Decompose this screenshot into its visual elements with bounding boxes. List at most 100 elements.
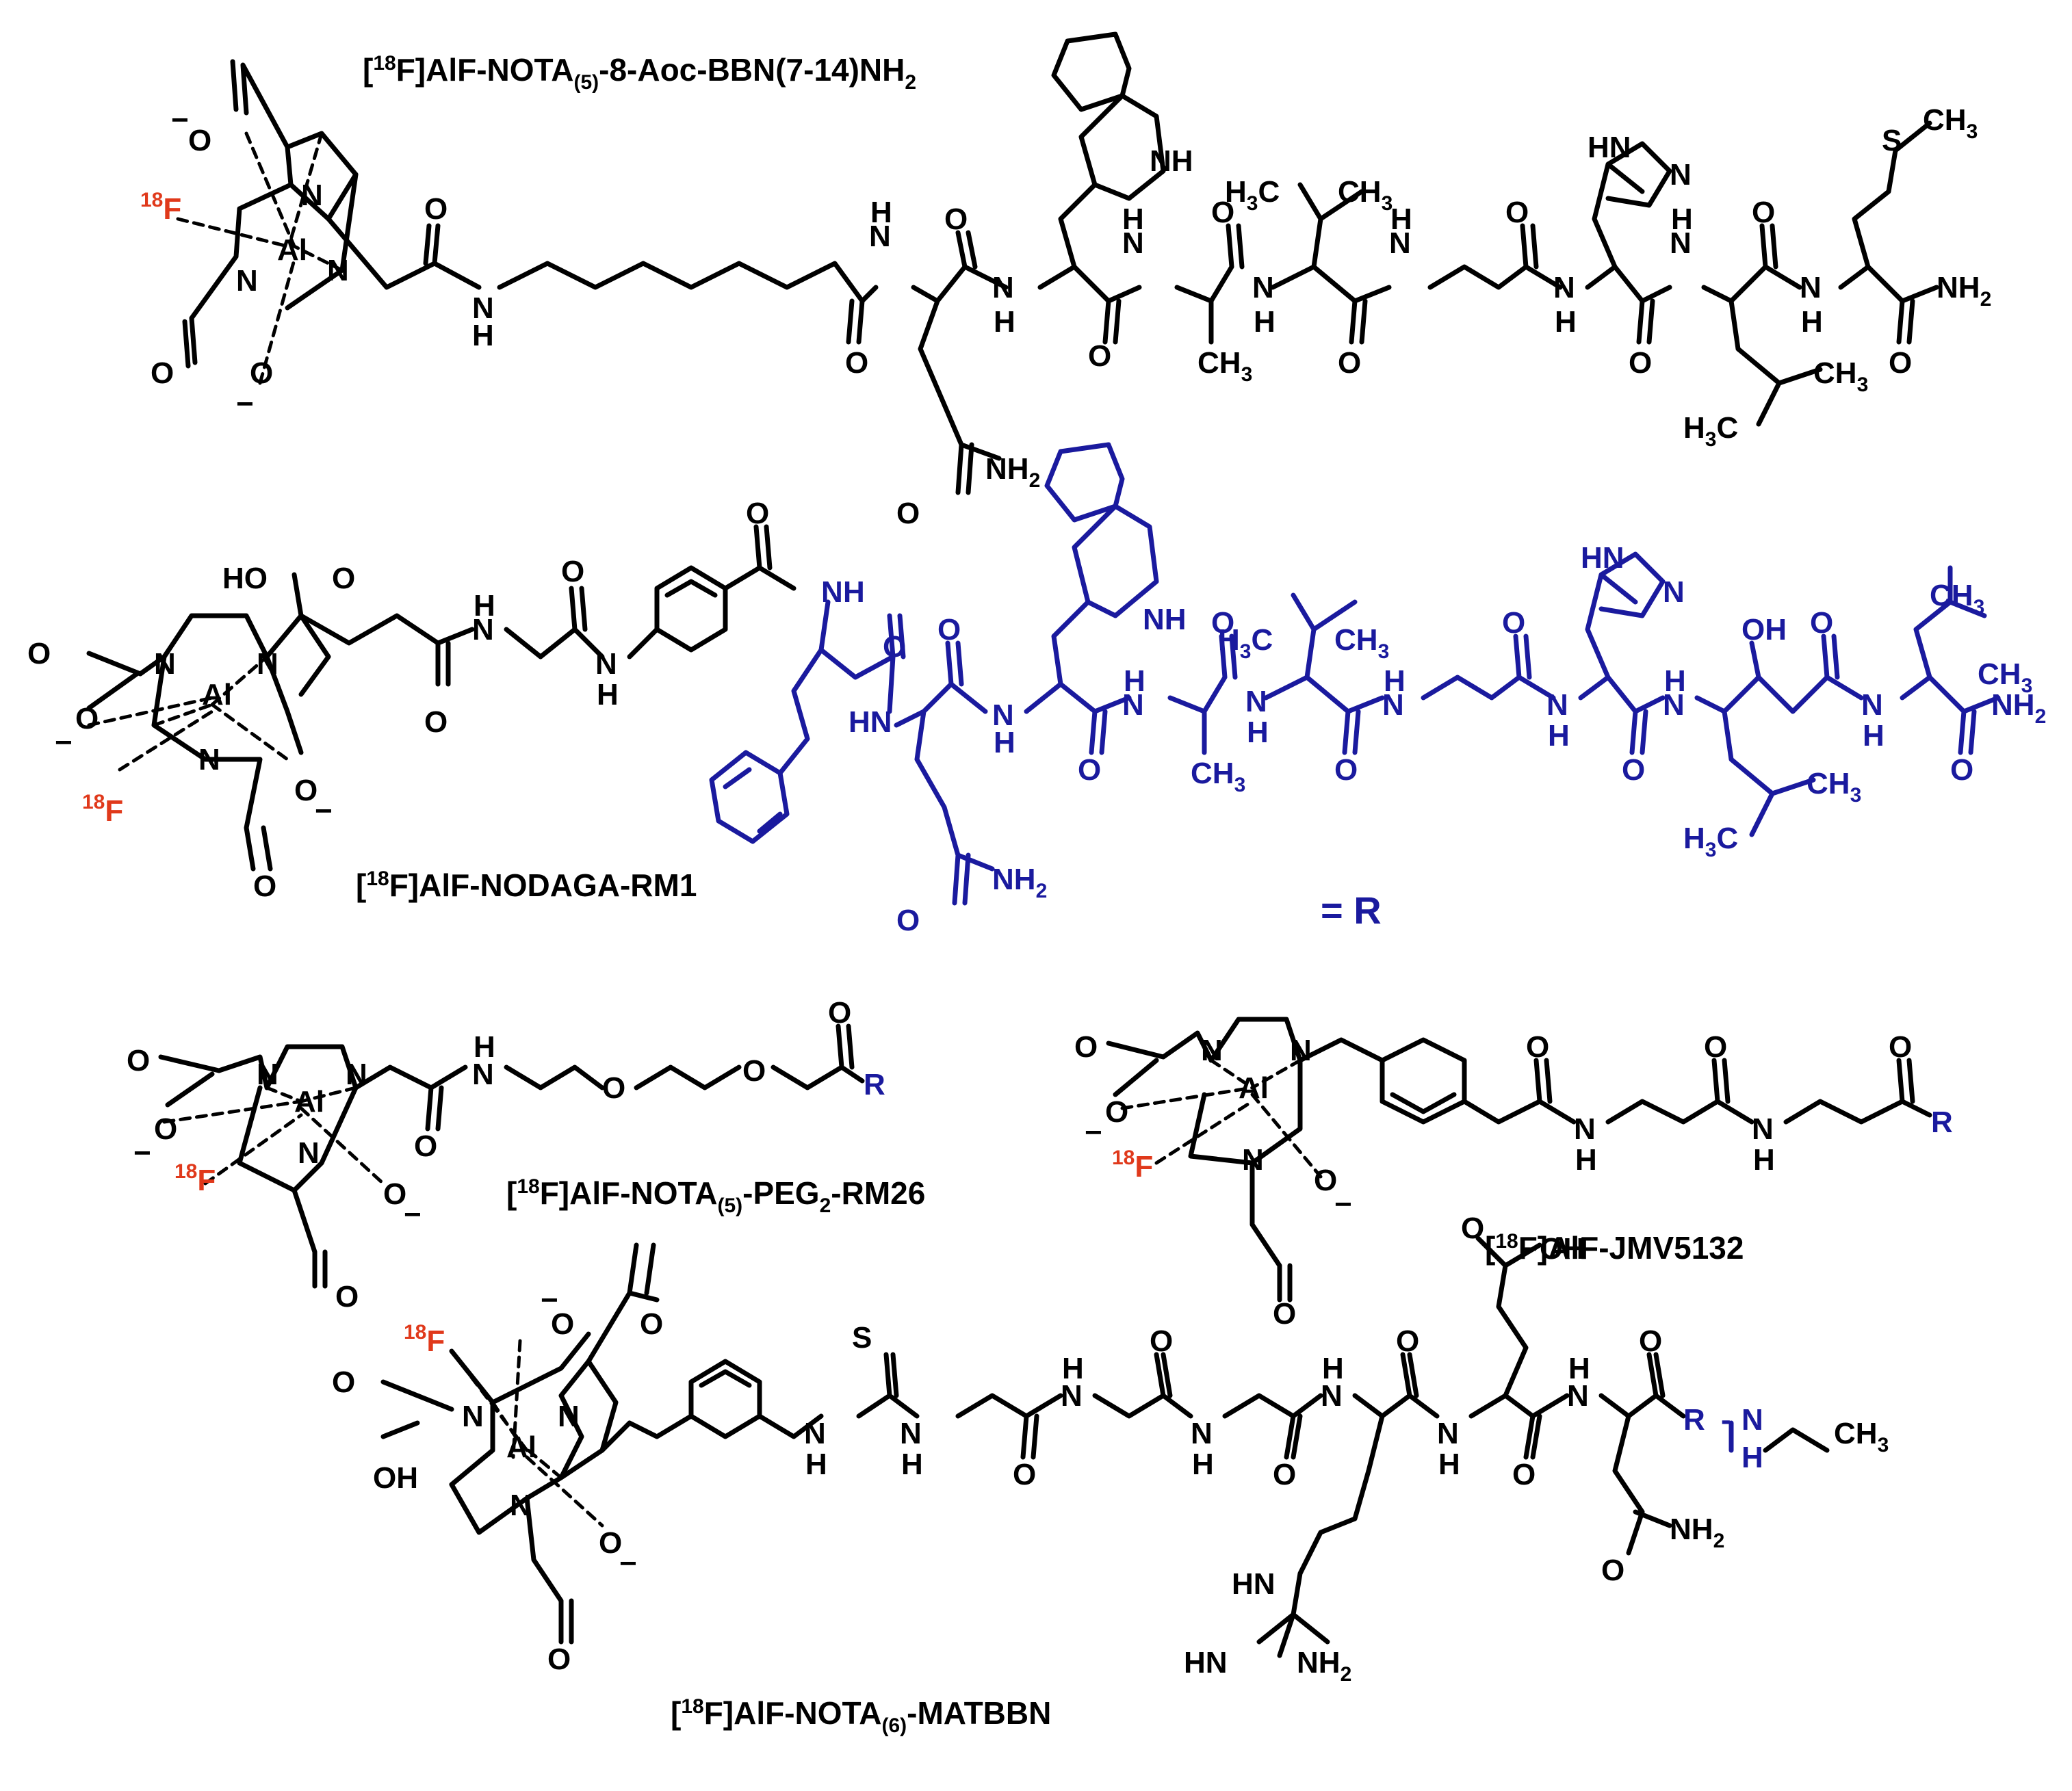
minus-sign: − (236, 387, 254, 421)
oxygen-label: O (896, 904, 920, 937)
oxygen-label: O (1211, 196, 1234, 229)
nitrogen-label: N (1553, 271, 1575, 304)
methyl-label: CH3 (1338, 175, 1393, 215)
nitrogen-label: N (462, 1400, 484, 1433)
hydrogen-label: H (1384, 664, 1406, 698)
nitrogen-label: N (1242, 1143, 1264, 1177)
methyl-label: CH3 (1197, 346, 1252, 386)
hydroxyl-label: OH (373, 1461, 418, 1495)
nitrogen-label: N (1800, 271, 1822, 304)
thione-sulfur-label: S (852, 1321, 872, 1355)
minus-sign: − (1085, 1116, 1102, 1149)
oxygen-label: O (253, 870, 276, 903)
minus-sign: − (133, 1136, 151, 1170)
hydrogen-label: H (472, 319, 494, 352)
aluminum-label: Al (202, 678, 232, 711)
oxygen-label: O (883, 630, 906, 664)
compound-1-peptide: N H O O O NH2 N H NH O N H O CH3 N H H3C… (497, 31, 1991, 530)
minus-sign: − (404, 1198, 422, 1231)
oxygen-label: O (746, 497, 769, 530)
compound-2-chelator: O O − N N N Al 18F O − O HO O O N H (27, 562, 495, 903)
methyl-label: CH3 (1813, 356, 1868, 396)
oxygen-label: O (414, 1129, 437, 1163)
r-group-label: R (1931, 1106, 1953, 1139)
methyl-label: H3C (1683, 822, 1738, 861)
nitrogen-label: N (900, 1417, 922, 1450)
nitrogen-label: N (1546, 688, 1568, 722)
methyl-label: CH3 (1334, 623, 1389, 663)
ether-oxygen-label: O (742, 1054, 766, 1088)
aluminum-label: Al (506, 1430, 536, 1464)
oxygen-label: O (424, 705, 448, 739)
ether-oxygen-label: O (602, 1071, 625, 1105)
oxygen-label: O (944, 202, 968, 236)
nitrogen-label: N (472, 1058, 494, 1091)
methyl-label: CH3 (1834, 1417, 1889, 1456)
nitrogen-label: N (1663, 575, 1685, 609)
nitrogen-label: N (992, 698, 1014, 732)
oxygen-label: O (332, 1365, 355, 1399)
oxygen-label: O (1088, 339, 1111, 373)
nitrogen-label: N (1574, 1112, 1596, 1146)
hydrogen-label: H (1568, 1352, 1590, 1385)
minus-sign: − (541, 1283, 558, 1317)
hydrogen-label: H (1671, 202, 1693, 236)
oxygen-label: O (1078, 753, 1101, 787)
aluminum-label: Al (277, 233, 307, 267)
aluminum-label: Al (1239, 1071, 1269, 1105)
oxygen-label: O (1526, 1030, 1549, 1064)
oxygen-label: O (937, 613, 961, 646)
oxygen-label: O (1810, 606, 1833, 640)
nitrogen-label: N (869, 220, 891, 253)
oxygen-label: O (1396, 1324, 1419, 1358)
oxygen-label: O (1211, 606, 1234, 640)
oxygen-label: O (845, 346, 868, 380)
oxygen-label: O (1074, 1030, 1098, 1064)
hydrogen-label: H (1322, 1352, 1344, 1385)
oxygen-label: O (1273, 1458, 1296, 1491)
amide-nh2-label: NH2 (1991, 688, 2046, 728)
hydrogen-label: H (1192, 1448, 1214, 1481)
methyl-label: H3C (1683, 411, 1738, 451)
minus-sign: − (619, 1547, 637, 1580)
hydrogen-label: H (597, 678, 619, 711)
nitrogen-label: N (472, 291, 494, 325)
compound-2-peptide-r: N H O HN O O NH2 N H NH O N H O CH3 N H … (709, 442, 2046, 937)
nitrogen-label: N (1567, 1379, 1589, 1413)
nitrogen-label: N (1437, 1417, 1459, 1450)
imidazole-hn-label: HN (1588, 131, 1631, 164)
oxygen-label: O (1338, 346, 1361, 380)
methyl-label: CH3 (1923, 103, 1978, 143)
compound-2-title: [18F]AlF-NODAGA-RM1 (356, 867, 697, 903)
oxygen-label: O (547, 1643, 571, 1676)
oxygen-label: O (188, 124, 211, 157)
nitrogen-label: N (1382, 688, 1404, 722)
oxygen-label: O (1512, 1458, 1536, 1491)
methyl-label: CH3 (1930, 579, 1984, 618)
hydrogen-label: H (474, 589, 495, 623)
hydrogen-label: H (1555, 305, 1577, 339)
nitrogen-label: N (1741, 1403, 1763, 1437)
hydroxyl-label: OH (1540, 1232, 1585, 1266)
hydroxyl-label: HO (222, 562, 268, 595)
minus-sign: − (315, 794, 333, 828)
nitrogen-label: N (1389, 226, 1411, 260)
nitrogen-label: N (236, 264, 258, 298)
nitrogen-label: N (1290, 1034, 1312, 1067)
amide-nh2-label: NH2 (1670, 1513, 1724, 1552)
imine-hn-label: HN (1184, 1646, 1228, 1679)
compound-5-title: [18F]AlF-NOTA(6)-MATBBN (671, 1695, 1051, 1737)
hydrogen-label: H (1753, 1143, 1775, 1177)
hydrogen-label: H (474, 1030, 495, 1064)
oxygen-label: O (828, 996, 851, 1030)
hydrogen-label: H (1062, 1352, 1084, 1385)
compound-1-chelator: O − N N N Al 18F O O − O N H (140, 59, 494, 421)
compound-3-title: [18F]AlF-NOTA(5)-PEG2-RM26 (506, 1175, 925, 1217)
methyl-label: H3C (1218, 623, 1273, 663)
amide-nh2-label: NH2 (985, 452, 1040, 492)
hydrogen-label: H (805, 1448, 827, 1481)
nitrogen-label: N (1061, 1379, 1083, 1413)
oxygen-label: O (250, 356, 273, 390)
hydrogen-label: H (1124, 664, 1145, 698)
